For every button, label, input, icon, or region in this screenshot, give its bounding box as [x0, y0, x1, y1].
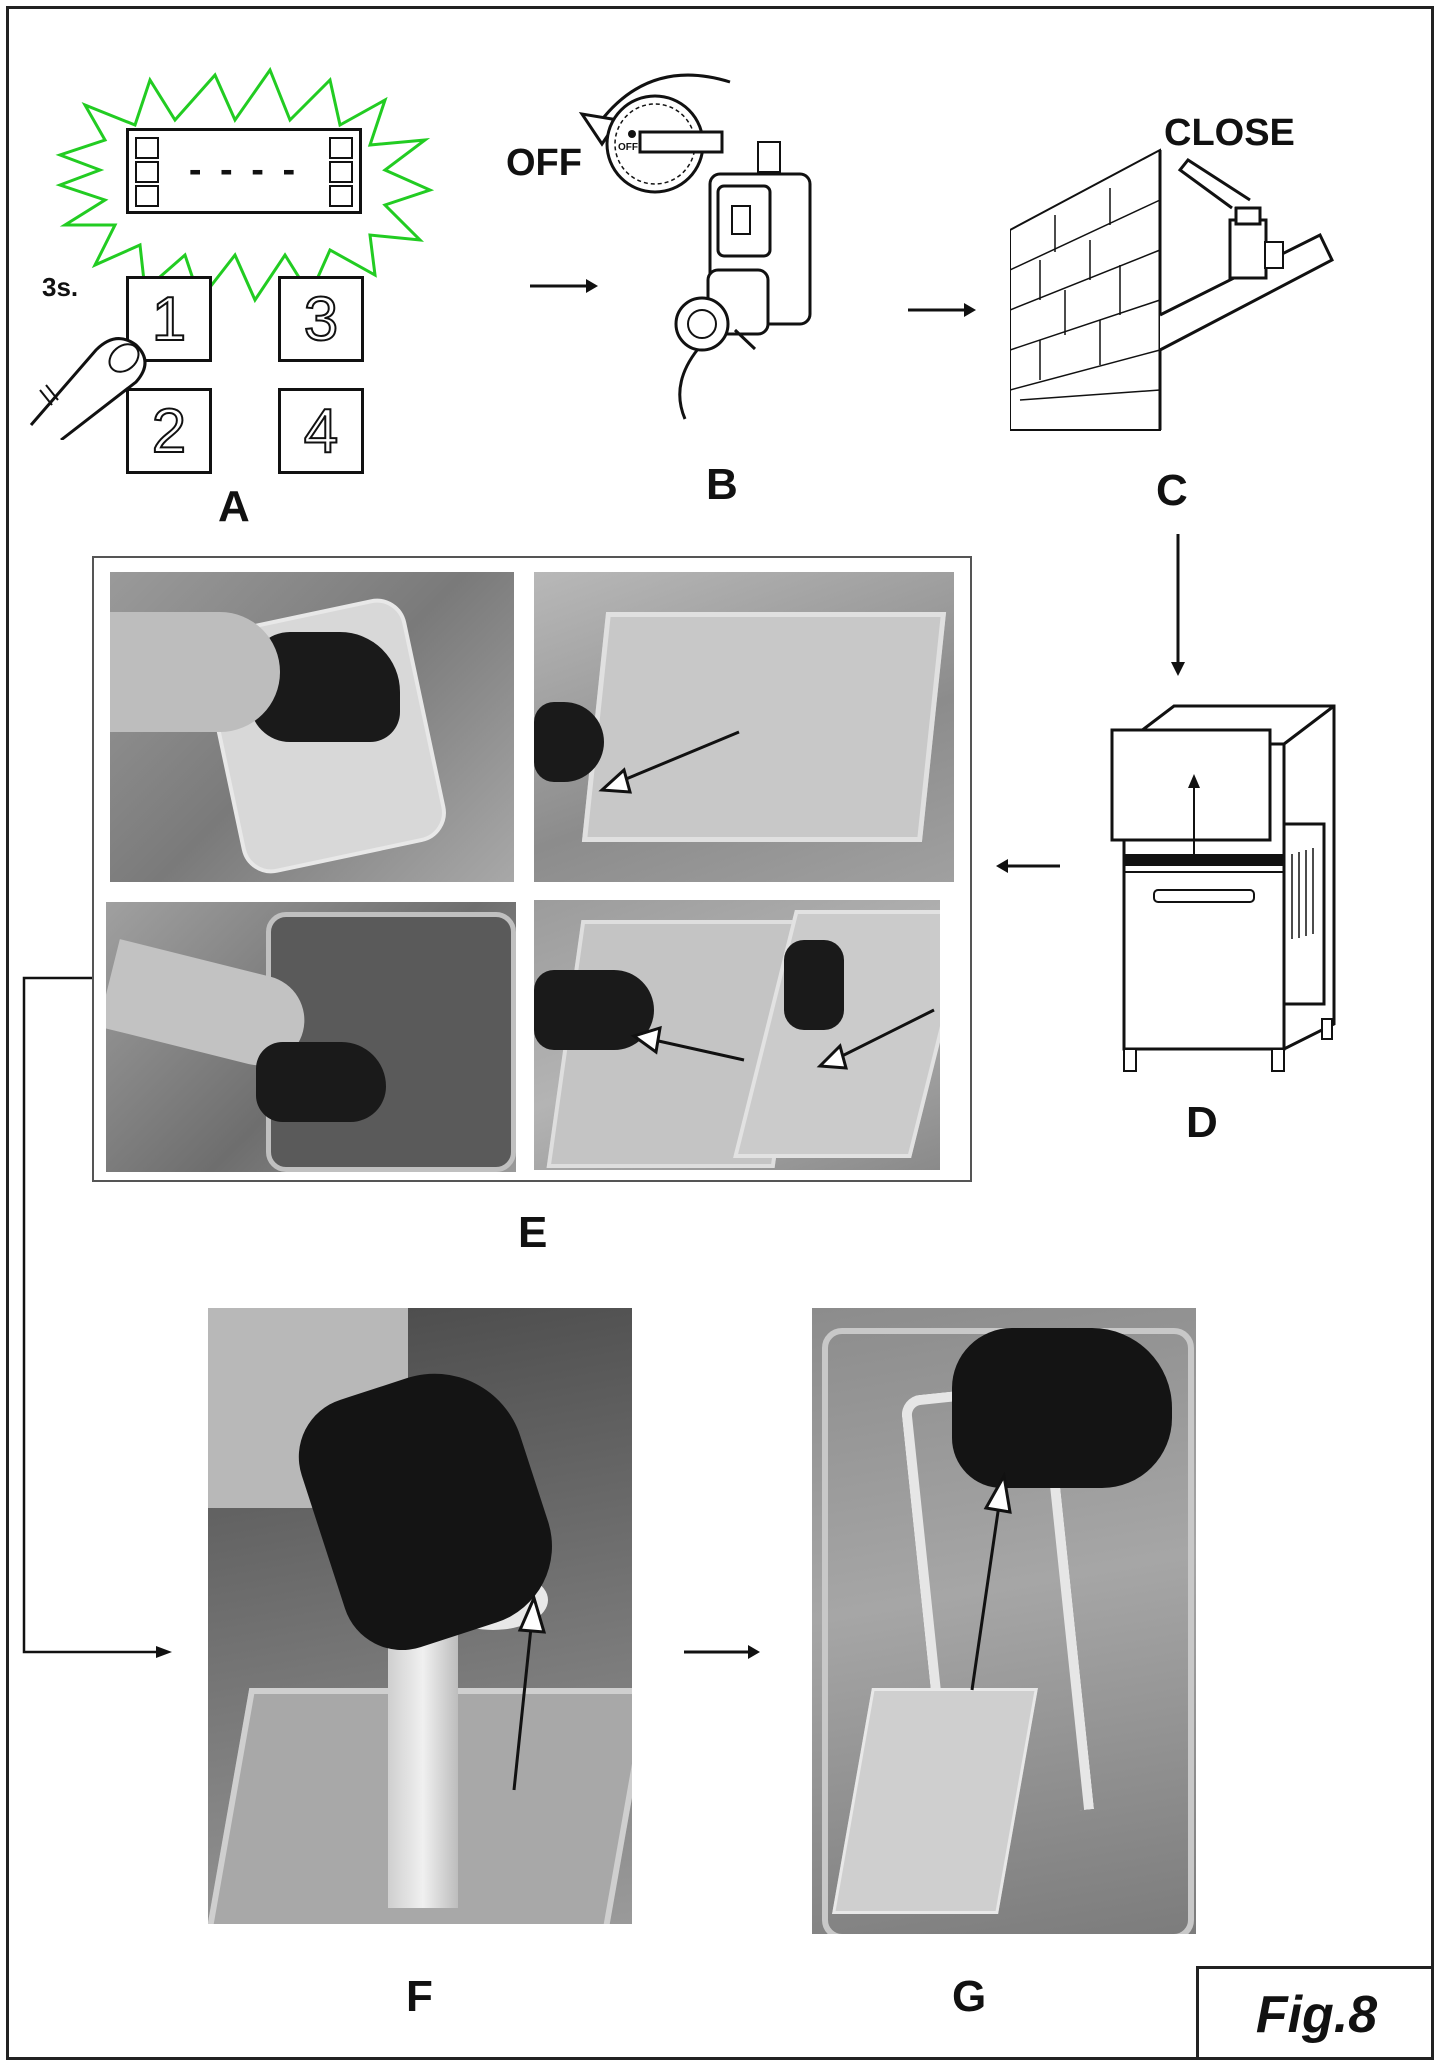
display-dashes: - - - -: [188, 149, 300, 191]
step-label-c: C: [1156, 466, 1188, 515]
arrow-a-to-b: [530, 279, 598, 293]
dishwasher-icon: [1110, 704, 1336, 1072]
pull-arrow-icon: [630, 1008, 935, 1070]
off-label: OFF: [506, 142, 582, 184]
display-led-right-2: [329, 161, 353, 183]
photo-lift-filter-handle: [812, 1308, 1196, 1934]
close-label: CLOSE: [1164, 112, 1295, 154]
display-led-right-1: [329, 137, 353, 159]
photo-remove-tray: [534, 572, 954, 882]
step-label-d: D: [1186, 1098, 1218, 1147]
glove-icon: [256, 1042, 386, 1122]
photo-lift-filter: [106, 902, 516, 1172]
step-label-g: G: [952, 1972, 987, 2021]
finger-icon: [29, 337, 147, 440]
pull-up-arrow-icon: [512, 1593, 547, 1791]
key-3[interactable]: 3: [278, 276, 364, 362]
key-4[interactable]: 4: [278, 388, 364, 474]
glove-icon: [952, 1328, 1172, 1488]
arm-shape: [110, 612, 280, 732]
display-led-left-3: [135, 185, 159, 207]
glove-icon: [784, 940, 844, 1030]
figure-label-box: Fig.8: [1196, 1966, 1434, 2060]
pull-up-arrow-icon: [970, 1471, 1012, 1691]
step-label-b: B: [706, 460, 738, 509]
photo-remove-basket: [110, 572, 514, 882]
display-led-right-3: [329, 185, 353, 207]
dial-off-text: OFF: [618, 142, 638, 153]
photo-remove-covers: [534, 900, 940, 1170]
key-2[interactable]: 2: [126, 388, 212, 474]
display-panel: - - - -: [126, 128, 362, 214]
hold-time-label: 3s.: [42, 272, 79, 302]
pull-arrow-icon: [598, 730, 740, 794]
main-switch-icon: [605, 94, 812, 420]
arrow-f-to-g: [684, 1645, 760, 1659]
display-led-left-1: [135, 137, 159, 159]
glove-icon: [534, 702, 604, 782]
water-valve-icon: [1010, 148, 1334, 431]
arrow-d-to-e: [996, 859, 1060, 873]
arrow-c-to-d: [1171, 534, 1185, 676]
step-label-a: A: [218, 482, 250, 531]
step-label-e: E: [518, 1208, 548, 1257]
figure-frame: [6, 6, 1434, 2060]
photo-remove-overflow-pipe: [208, 1308, 632, 1924]
connector-e-to-f: [22, 976, 172, 1658]
flash-burst: [55, 66, 435, 304]
step-label-f: F: [406, 1972, 433, 2021]
pipe-shape: [388, 1608, 458, 1908]
display-led-left-2: [135, 161, 159, 183]
arrow-b-to-c: [908, 303, 976, 317]
figure-label: Fig.8: [1255, 1985, 1378, 2044]
